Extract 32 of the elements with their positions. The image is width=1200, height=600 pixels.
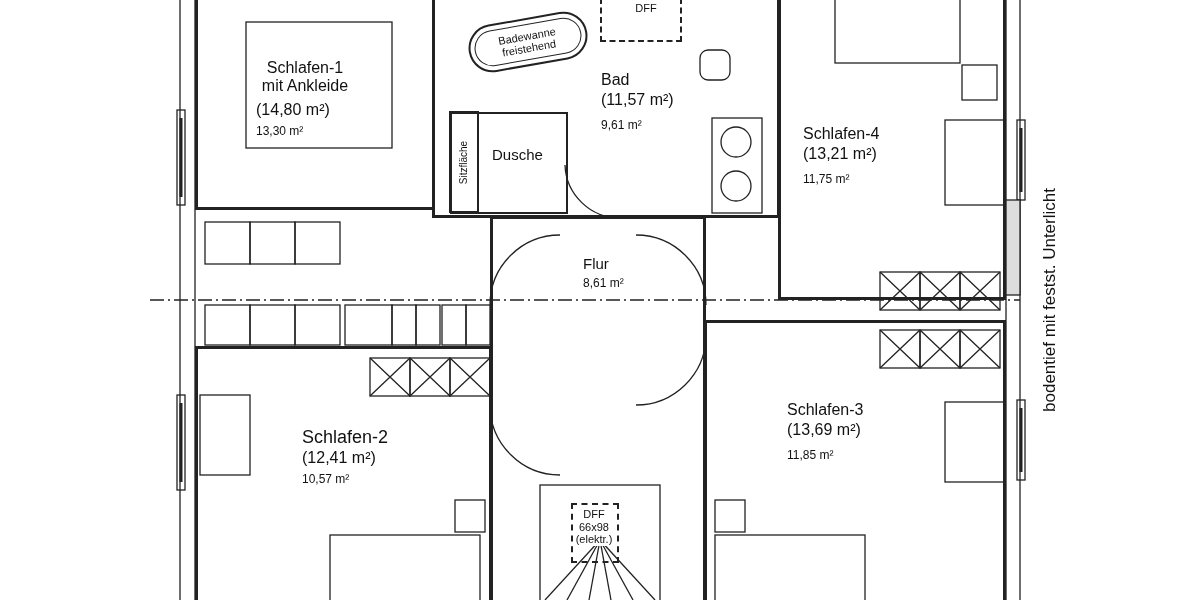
net-area: 9,61 m² <box>601 119 642 133</box>
room-name: Schlafen-4 <box>803 125 880 144</box>
room-area: (13,21 m²) <box>803 145 877 164</box>
room-name: Schlafen-1 mit Ankleide <box>260 59 350 96</box>
room-name: Schlafen-2 <box>302 427 389 448</box>
room-area: (14,80 m²) <box>256 101 330 120</box>
shower-outline <box>450 112 568 214</box>
net-area: 11,85 m² <box>787 449 834 463</box>
room-area: 8,61 m² <box>583 277 624 291</box>
room-name: Schlafen-3 <box>787 401 864 420</box>
room-name: Flur <box>583 255 609 273</box>
room-outline <box>704 320 1006 600</box>
room-area: (13,69 m²) <box>787 421 861 440</box>
room-area: (12,41 m²) <box>302 449 376 468</box>
fixture-label: Badewanne freistehend <box>496 24 558 61</box>
room-area: (11,57 m²) <box>601 91 674 110</box>
room-outline <box>778 0 1006 300</box>
fixture-label: Sitzfläche <box>458 140 470 184</box>
skylight-outline <box>600 0 682 42</box>
window-note: bodentief mit festst. Unterlicht <box>1040 188 1060 412</box>
room-name: Bad <box>601 71 630 90</box>
room-outline <box>195 346 492 600</box>
skylight-outline <box>571 503 619 563</box>
seat-area <box>449 111 479 213</box>
skylight-label: DFF 66x98 (elektr.) <box>574 508 614 546</box>
room-name: Dusche <box>492 146 543 164</box>
net-area: 11,75 m² <box>803 173 850 187</box>
net-area: 10,57 m² <box>302 473 350 487</box>
room-outline <box>490 216 706 600</box>
room-outline <box>432 0 780 218</box>
room-outline <box>195 0 435 210</box>
net-area: 13,30 m² <box>256 125 304 139</box>
